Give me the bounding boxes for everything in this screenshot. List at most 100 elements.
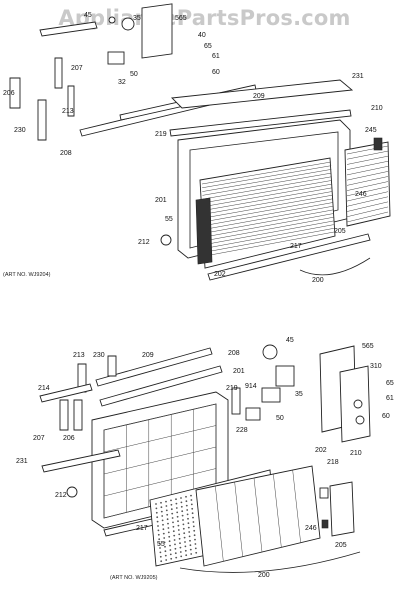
watermark: AppliancePartsPros.com: [58, 6, 351, 30]
top-bracket-206: [9, 77, 21, 109]
filter-mesh-dot: [185, 554, 188, 557]
grille-slat: [204, 220, 334, 245]
bottom-screw-212: [66, 486, 78, 498]
label-b-214: 214: [38, 385, 50, 392]
filter-mesh-dot: [183, 532, 186, 535]
top-bracket-207: [54, 57, 63, 89]
filter-mesh-dot: [187, 517, 189, 520]
top-assembly: [9, 3, 391, 281]
filter-mesh-dot: [170, 499, 172, 502]
filter-mesh-dot: [187, 526, 190, 529]
filter-mesh-dot: [189, 544, 192, 547]
label-b-35: 35: [295, 391, 303, 398]
filter-mesh-dot: [160, 560, 163, 563]
filter-mesh-dot: [160, 510, 163, 513]
filter-mesh-dot: [170, 503, 173, 506]
grid-row: [103, 403, 217, 431]
top-strip-217: [207, 233, 371, 281]
bottom-grille-panels: [215, 469, 301, 562]
filter-mesh-dot: [187, 522, 190, 525]
filter-mesh-dot: [194, 547, 197, 550]
label-55: 55: [165, 216, 173, 223]
filter-mesh-dot: [175, 498, 177, 501]
grille-panel-divider: [234, 481, 243, 557]
label-231: 231: [352, 73, 364, 80]
grid-row: [103, 446, 217, 475]
grille-slat: [202, 183, 332, 207]
filter-mesh-dot: [163, 541, 166, 544]
filter-mesh-dot: [159, 555, 162, 558]
filter-mesh-dot: [175, 556, 178, 559]
label-b-60: 60: [382, 413, 390, 420]
filter-mesh-dot: [167, 522, 169, 525]
label-b-208: 208: [228, 350, 240, 357]
grille-slat: [204, 228, 334, 253]
grille-slat: [201, 161, 332, 185]
label-b-231: 231: [16, 458, 28, 465]
bottom-knob-60: [355, 415, 365, 425]
filter-mesh-dot: [182, 523, 185, 526]
filter-mesh-dot: [190, 494, 192, 497]
label-245: 245: [365, 127, 377, 134]
filter-mesh-dot: [185, 504, 188, 507]
bottom-bracket-207: [59, 399, 69, 431]
filter-mesh-dot: [170, 557, 173, 560]
filter-mesh-dot: [188, 531, 191, 533]
grille-slat: [203, 202, 333, 226]
filter-mesh-dot: [184, 549, 187, 552]
label-212: 212: [138, 239, 150, 246]
label-65: 65: [204, 43, 212, 50]
filter-mesh-dot: [158, 542, 161, 545]
label-565: 565: [175, 15, 187, 22]
bottom-callout-200: [179, 551, 361, 573]
label-61: 61: [212, 53, 220, 60]
filter-mesh-dot: [165, 559, 168, 561]
label-230: 230: [14, 127, 26, 134]
top-screw-212: [160, 234, 172, 246]
side-slat: [346, 196, 389, 207]
filter-mesh-dot: [155, 507, 158, 510]
side-slat: [346, 206, 389, 218]
bottom-switch-50: [261, 387, 281, 403]
label-b-55: 55: [157, 541, 165, 548]
filter-mesh-dot: [180, 555, 183, 558]
bottom-knob-61: [353, 399, 363, 409]
top-side-panel-slats: [346, 145, 389, 223]
filter-mesh-dot: [161, 519, 164, 522]
side-slat: [346, 160, 389, 170]
label-50: 50: [130, 71, 138, 78]
label-b-246: 246: [305, 525, 317, 532]
filter-mesh-dot: [190, 499, 193, 501]
art-number-top: (ART NO. WJ9204): [3, 272, 51, 278]
grille-panel-divider: [273, 473, 282, 548]
filter-mesh-dot: [180, 497, 182, 499]
bottom-rod-214: [39, 383, 93, 403]
filter-mesh-dot: [189, 548, 192, 551]
grille-panel-divider: [253, 477, 263, 553]
filter-mesh-dot: [173, 534, 176, 537]
label-b-565: 565: [362, 343, 374, 350]
label-207: 207: [71, 65, 83, 72]
filter-mesh-dot: [171, 517, 174, 519]
filter-mesh-dot: [165, 505, 168, 507]
bottom-cabinet-grid: [103, 403, 217, 519]
label-246: 246: [355, 191, 367, 198]
side-slat: [346, 176, 389, 186]
filter-mesh-dot: [192, 516, 194, 519]
filter-mesh-dot: [183, 536, 186, 539]
filter-mesh-dot: [178, 537, 181, 540]
side-slat: [346, 150, 389, 160]
label-45: 45: [84, 12, 92, 19]
filter-mesh-dot: [163, 537, 166, 539]
bottom-part-labels: 213 230 209 208 214 219 201 45 565 914 3…: [16, 337, 394, 579]
grille-slat: [204, 217, 334, 242]
label-205: 205: [334, 228, 346, 235]
filter-mesh-dot: [191, 512, 194, 515]
filter-mesh-dot: [159, 551, 162, 554]
bottom-side-panel-210: [329, 481, 355, 537]
filter-mesh-dot: [180, 505, 183, 508]
filter-mesh-dot: [165, 500, 167, 503]
top-grille-slats: [201, 161, 335, 257]
filter-mesh-dot: [158, 538, 161, 541]
